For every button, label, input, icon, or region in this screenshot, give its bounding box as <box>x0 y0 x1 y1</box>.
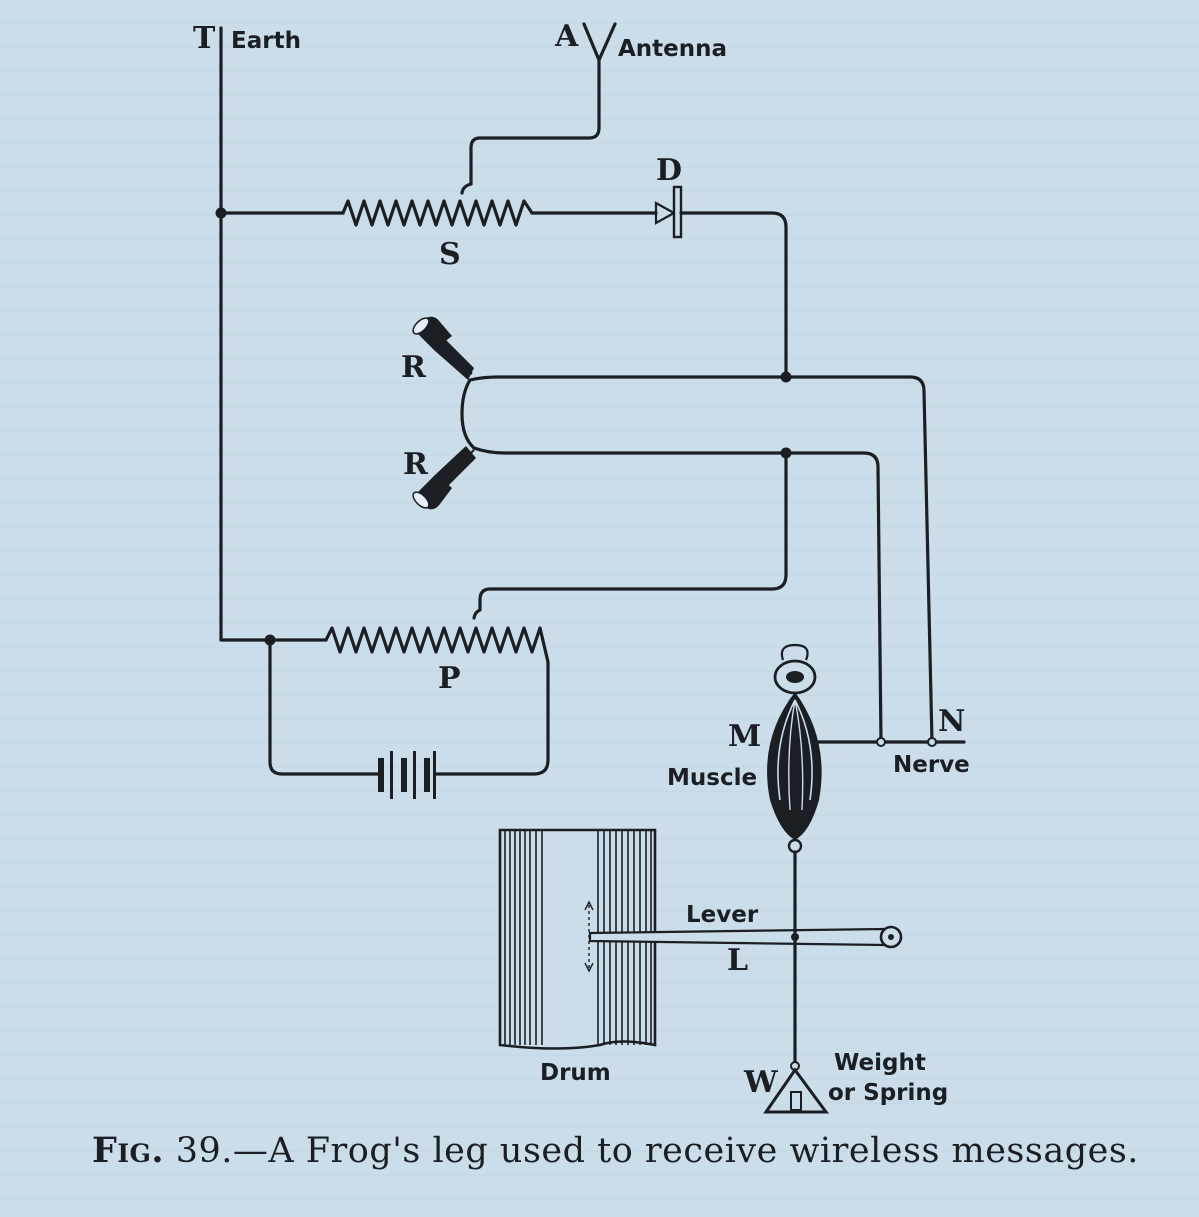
drum-icon <box>498 828 657 1050</box>
receiver-loop-wire <box>468 375 934 744</box>
caption-text: 39.—A Frog's leg used to receive wireles… <box>164 1131 1139 1171</box>
detector-to-phones-wire <box>679 211 788 379</box>
weight-w-label: W <box>743 1065 779 1100</box>
frog-muscle-icon <box>767 643 822 854</box>
muscle-label: Muscle <box>667 765 757 791</box>
receiver-lower-wire <box>472 446 883 744</box>
drum-label: Drum <box>540 1060 611 1086</box>
detector-d-icon <box>654 185 683 239</box>
weight-label-line2: or Spring <box>828 1080 948 1106</box>
receiver-lower-label: R <box>403 447 429 482</box>
battery-loop-wire <box>268 638 380 776</box>
lever-label: Lever <box>686 902 759 928</box>
weight-icon <box>763 1061 829 1114</box>
coil-s-label: S <box>439 237 461 272</box>
nerve-label: Nerve <box>893 752 970 778</box>
receiver-bulb-wire <box>460 378 476 450</box>
muscle-m-label: M <box>728 719 761 754</box>
secondary-coil-s-icon <box>341 199 534 227</box>
lever-icon <box>588 925 903 949</box>
earth-label: Earth <box>231 28 301 54</box>
antenna-icon <box>460 22 617 195</box>
lever-l-label: L <box>727 943 748 978</box>
figure-caption: Fig. 39.—A Frog's leg used to receive wi… <box>92 1130 1172 1171</box>
telephone-receiver-upper-icon <box>412 316 474 380</box>
nerve-n-label: N <box>938 704 965 739</box>
caption-fig-label: Fig. <box>92 1130 165 1171</box>
battery-icon <box>378 751 436 799</box>
antenna-label: Antenna <box>618 36 727 62</box>
earth-wire <box>215 26 276 646</box>
primary-return-wire <box>472 451 788 620</box>
detector-label: D <box>656 153 682 188</box>
antenna-terminal-label: A <box>554 19 579 54</box>
primary-coil-p-icon <box>324 626 550 776</box>
weight-label-line1: Weight <box>834 1050 926 1076</box>
telephone-receiver-lower-icon <box>412 446 476 510</box>
receiver-upper-label: R <box>401 350 427 385</box>
coil-p-label: P <box>438 661 461 696</box>
earth-terminal-label: T <box>193 21 216 56</box>
